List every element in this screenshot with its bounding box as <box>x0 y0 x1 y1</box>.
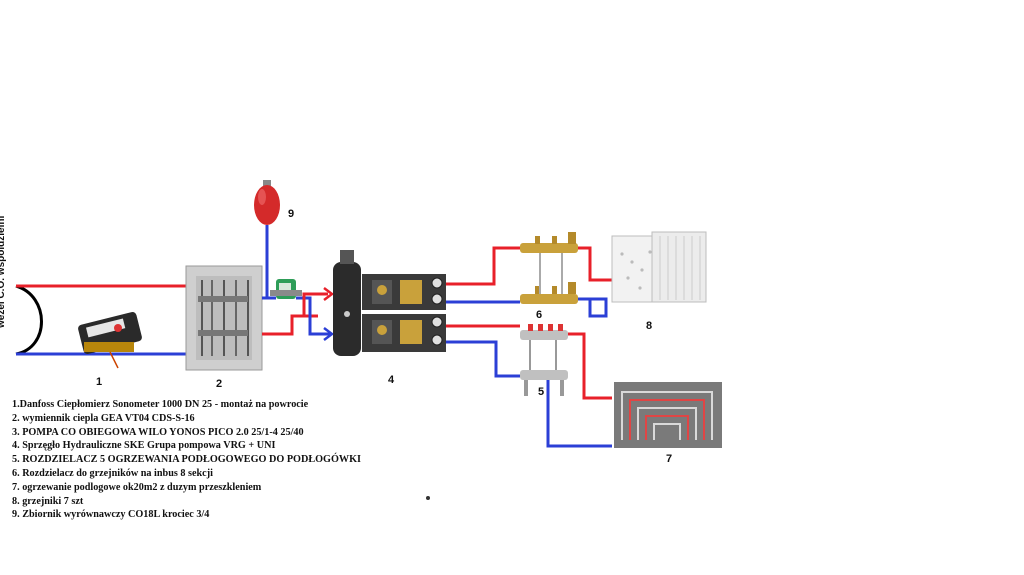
label-number-6: 6 <box>536 309 543 321</box>
label-number-7: 7 <box>666 453 673 465</box>
circulation-pump <box>270 279 302 299</box>
radiator-panels <box>611 231 707 303</box>
pump-group-lower <box>362 314 446 352</box>
pump-group-upper <box>362 274 446 310</box>
expansion-tank <box>254 180 280 225</box>
heat-exchanger <box>185 265 263 371</box>
legend-item: 9. Zbiornik wyrównawczy CO18L krociec 3/… <box>12 509 210 521</box>
radiators-return <box>578 297 608 318</box>
floor-return-line <box>446 340 520 378</box>
label-number-1: 1 <box>96 376 103 388</box>
red-arrow-line <box>302 292 328 316</box>
stray-dot <box>426 496 430 500</box>
red-arrow-head <box>323 287 335 301</box>
floor-heating-manifold <box>520 324 568 396</box>
legend-item: 4. Sprzęgło Hydrauliczne SKE Grupa pompo… <box>12 440 276 452</box>
district-loop-arc <box>15 284 43 356</box>
label-number-4: 4 <box>388 374 395 386</box>
floor-loop-supply <box>568 332 612 400</box>
legend-item: 5. ROZDZIELACZ 5 OGRZEWANIA PODŁOGOWEGO … <box>12 454 361 466</box>
radiator-supply-line <box>446 246 520 286</box>
label-number-2: 2 <box>216 378 223 390</box>
legend-item: 1.Danfoss Ciepłomierz Sonometer 1000 DN … <box>12 399 309 410</box>
component-legend: 1.Danfoss Ciepłomierz Sonometer 1000 DN … <box>12 398 361 522</box>
district-node-label: wezel C.O. wspoldzielni <box>0 215 7 328</box>
label-number-9: 9 <box>288 208 295 220</box>
label-number-5: 5 <box>538 386 545 398</box>
legend-item: 2. wymiennik ciepla GEA VT04 CDS-S-16 <box>12 412 195 424</box>
legend-item: 8. grzejniki 7 szt <box>12 495 84 507</box>
legend-item: 7. ogrzewanie podlogowe ok20m2 z duzym p… <box>12 481 262 493</box>
underfloor-heating <box>614 382 722 448</box>
legend-item: 3. POMPA CO OBIEGOWA WILO YONOS PICO 2.0… <box>12 426 304 438</box>
blue-arrow-head <box>323 327 335 341</box>
radiator-manifold <box>520 232 578 304</box>
heat-meter-device <box>78 312 142 369</box>
radiators-supply <box>578 246 612 282</box>
hydraulic-coupler <box>333 250 361 356</box>
label-number-8: 8 <box>646 320 653 332</box>
floor-loop-return <box>546 380 612 448</box>
legend-item: 6. Rozdzielacz do grzejników na inbus 8 … <box>12 467 213 479</box>
